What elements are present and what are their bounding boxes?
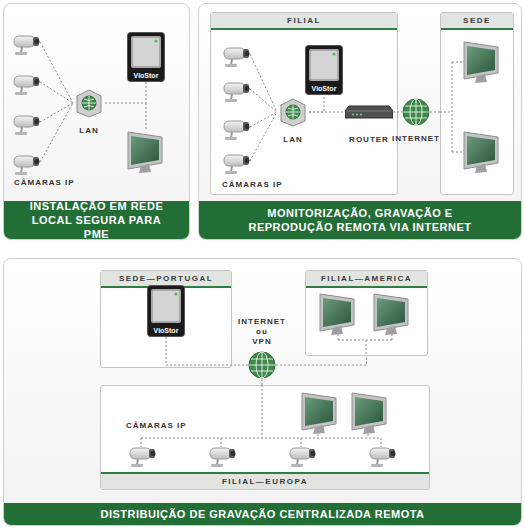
site-box: FILIAL LAN VioStorROUTER xyxy=(210,12,398,195)
site-box: SEDE—PORTUGAL VioStor xyxy=(100,270,232,368)
site-header: SEDE xyxy=(441,13,513,30)
node-text: FILIAL xyxy=(287,16,321,25)
globe-icon xyxy=(402,98,430,126)
caption-band: MONITORIZAÇÃO, GRAVAÇÃO E REPRODUÇÃO REM… xyxy=(199,201,521,239)
group-label: CÂMARAS IP xyxy=(222,180,283,189)
router: ROUTER xyxy=(345,105,393,119)
node-text: DISTRIBUIÇÃO DE GRAVAÇÃO CENTRALIZADA RE… xyxy=(100,507,424,521)
site-box: SEDE xyxy=(440,12,514,195)
node-text: FILIAL—AMERICA xyxy=(321,274,412,283)
internet-globe: INTERNET ou VPN xyxy=(248,351,276,379)
node-text: VioStor xyxy=(127,72,165,79)
node-text: MONITORIZAÇÃO, GRAVAÇÃO E REPRODUÇÃO REM… xyxy=(239,206,481,234)
lan-icon xyxy=(277,97,309,127)
node-text: VioStor xyxy=(305,85,343,92)
node-text: VioStor xyxy=(147,327,185,334)
lan-switch: LAN xyxy=(277,97,309,127)
node-text: LAN xyxy=(283,135,302,144)
node-text: SEDE—PORTUGAL xyxy=(119,274,213,283)
node-text: INSTALAÇÃO EM REDE LOCAL SEGURA PARA PME xyxy=(18,199,175,240)
scenario-panel: DISTRIBUIÇÃO DE GRAVAÇÃO CENTRALIZADA RE… xyxy=(3,258,522,526)
node-text: INTERNET xyxy=(392,134,440,143)
site-header: FILIAL xyxy=(211,13,397,30)
site-header: FILIAL—EUROPA xyxy=(101,472,429,489)
node-text: INTERNET ou VPN xyxy=(234,317,290,347)
internet-globe: INTERNET xyxy=(402,98,430,126)
node-text: FILIAL—EUROPA xyxy=(222,477,308,486)
site-header: FILIAL—AMERICA xyxy=(306,271,427,288)
viostor-nvr: VioStor xyxy=(147,285,185,337)
lan-icon xyxy=(73,88,105,118)
node-text: ROUTER xyxy=(349,135,389,144)
node-text: LAN xyxy=(79,126,98,135)
site-box: FILIAL—EUROPA xyxy=(100,385,430,490)
globe-icon xyxy=(248,351,276,379)
group-label: CÂMARAS IP xyxy=(126,421,187,430)
group-label: CÂMARAS IP xyxy=(14,178,75,187)
site-box: FILIAL—AMERICA xyxy=(305,270,428,356)
lan-switch: LAN xyxy=(73,88,105,118)
node-text: SEDE xyxy=(463,16,491,25)
viostor-nvr: VioStor xyxy=(127,32,165,82)
viostor-nvr: VioStor xyxy=(305,45,343,95)
router-icon xyxy=(345,105,393,119)
caption-band: INSTALAÇÃO EM REDE LOCAL SEGURA PARA PME xyxy=(4,201,189,239)
scenario-panel: MONITORIZAÇÃO, GRAVAÇÃO E REPRODUÇÃO REM… xyxy=(198,3,522,240)
scenario-panel: INSTALAÇÃO EM REDE LOCAL SEGURA PARA PME… xyxy=(3,3,190,240)
caption-band: DISTRIBUIÇÃO DE GRAVAÇÃO CENTRALIZADA RE… xyxy=(4,503,521,525)
